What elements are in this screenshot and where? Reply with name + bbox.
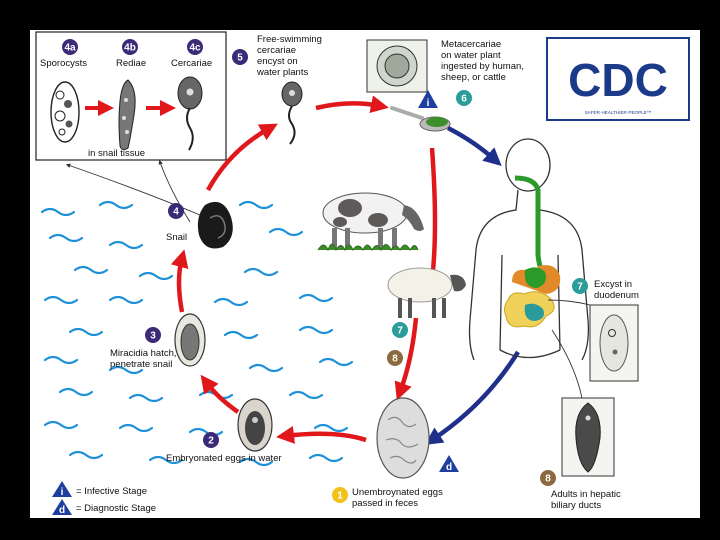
- label-embryonated-eggs: Embryonated eggs in water: [166, 453, 282, 464]
- badge-4b: 4b: [122, 39, 138, 55]
- label-unembryonated-eggs: Unembroynated eggs passed in feces: [352, 487, 445, 509]
- svg-text:8: 8: [392, 354, 398, 365]
- svg-text:SAFER·HEALTHIER·PEOPLE™: SAFER·HEALTHIER·PEOPLE™: [585, 110, 652, 115]
- badge-8-human: 8: [540, 470, 556, 486]
- badge-7-human: 7: [572, 278, 588, 294]
- svg-text:CDC: CDC: [568, 54, 668, 106]
- human-body-illustration: [468, 138, 590, 361]
- badge-8-sheep: 8: [387, 350, 403, 366]
- label-cercariae: Cercariae: [171, 58, 212, 69]
- svg-text:= Diagnostic Stage: = Diagnostic Stage: [76, 503, 156, 514]
- label-sporocysts: Sporocysts: [40, 58, 87, 69]
- arrow-5-to-6: [315, 95, 389, 114]
- water-waves: [40, 200, 354, 467]
- excyst-pointer-line: [547, 299, 591, 306]
- arrow-1-to-2: [276, 425, 367, 444]
- miracidium-egg-illustration: [174, 313, 206, 367]
- label-snail: Snail: [166, 232, 187, 243]
- snail-pointer-line-2: [158, 159, 191, 223]
- snail-illustration: [197, 201, 233, 249]
- arrow-human-to-feces: [424, 350, 520, 445]
- sporocyst-illustration: [50, 81, 80, 143]
- adults-pointer-line: [551, 329, 583, 399]
- svg-text:3: 3: [150, 331, 156, 342]
- svg-text:d: d: [59, 505, 65, 516]
- label-rediae: Rediae: [116, 58, 146, 69]
- diagnostic-stage-marker: d: [439, 455, 459, 473]
- svg-text:1: 1: [337, 491, 343, 502]
- label-in-snail-tissue: in snail tissue: [88, 148, 145, 159]
- legend-infective: i = Infective Stage: [52, 481, 147, 498]
- unembryonated-egg-illustration: [376, 397, 430, 479]
- label-adults: Adults in hepatic biliary ducts: [551, 489, 623, 511]
- snail-pointer-line: [65, 163, 201, 216]
- svg-text:= Infective Stage: = Infective Stage: [76, 486, 147, 497]
- sheep-illustration: [387, 267, 466, 318]
- embryonated-egg-illustration: [237, 398, 273, 452]
- badge-4: 4: [168, 203, 184, 219]
- svg-text:i: i: [427, 98, 430, 109]
- blue-arrows: [424, 126, 520, 445]
- badge-3: 3: [145, 327, 161, 343]
- svg-text:8: 8: [545, 474, 551, 485]
- svg-text:7: 7: [397, 326, 403, 337]
- label-free-swimming: Free-swimming cercariae encyst on water …: [256, 34, 325, 78]
- spoon-water-plant-illustration: [390, 106, 451, 132]
- free-cercaria-illustration: [281, 81, 303, 145]
- arrow-2-to-3: [200, 374, 240, 414]
- badge-5: 5: [232, 49, 248, 65]
- svg-text:d: d: [446, 462, 452, 473]
- svg-text:5: 5: [237, 53, 243, 64]
- label-excyst: Excyst in duodenum: [594, 279, 639, 301]
- svg-text:6: 6: [461, 94, 467, 105]
- badge-2: 2: [203, 432, 219, 448]
- svg-text:i: i: [61, 487, 64, 498]
- svg-text:4b: 4b: [124, 43, 136, 54]
- badge-4a: 4a: [62, 39, 78, 55]
- badge-7-sheep: 7: [392, 322, 408, 338]
- svg-text:4: 4: [173, 207, 179, 218]
- badge-6: 6: [456, 90, 472, 106]
- arrow-ingestion-to-human: [446, 126, 502, 167]
- svg-text:2: 2: [208, 436, 214, 447]
- svg-text:4a: 4a: [64, 43, 76, 54]
- infective-stage-marker: i: [418, 90, 438, 109]
- cdc-logo: CDC SAFER·HEALTHIER·PEOPLE™: [546, 37, 690, 121]
- redia-illustration: [118, 79, 136, 151]
- cattle-illustration: [317, 192, 424, 252]
- label-metacercariae: Metacercariae on water plant ingested by…: [441, 39, 527, 83]
- label-miracidia: Miracidia hatch, penetrate snail: [110, 348, 179, 370]
- svg-text:4c: 4c: [189, 43, 201, 54]
- arrow-4-to-5: [206, 123, 278, 192]
- arrow-sheep-to-feces: [394, 317, 419, 401]
- digestive-tract: [503, 175, 561, 328]
- badge-1: 1: [332, 487, 348, 503]
- badge-4c: 4c: [187, 39, 203, 55]
- cercaria-illustration: [177, 76, 203, 151]
- legend-diagnostic: d = Diagnostic Stage: [52, 499, 156, 516]
- red-cycle-arrows: [170, 95, 438, 444]
- arrow-3-to-4: [170, 249, 189, 313]
- arrow-cattle-sheep-to-1: [429, 147, 438, 281]
- svg-text:7: 7: [577, 282, 583, 293]
